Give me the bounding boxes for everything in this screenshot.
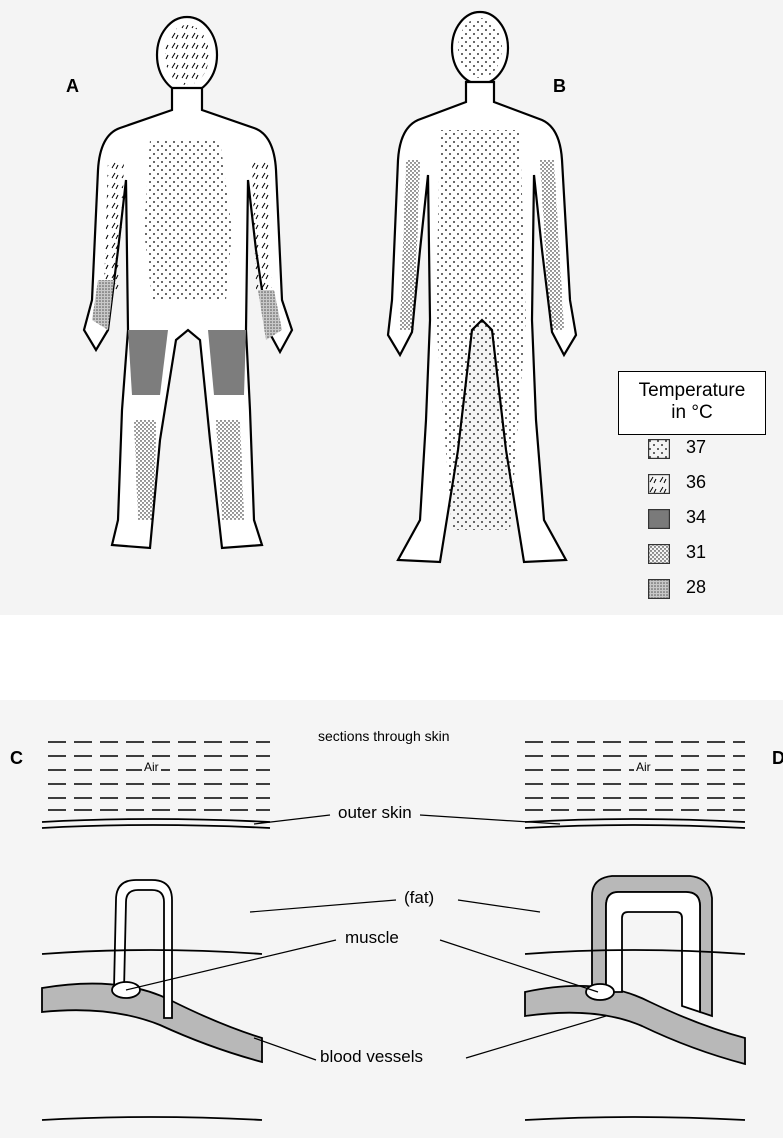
legend-swatch-37 <box>648 439 670 459</box>
air-label-right: Air <box>634 760 653 774</box>
legend-title: Temperature <box>619 380 765 402</box>
legend-value: 28 <box>686 577 706 598</box>
legend-swatch-28 <box>648 579 670 599</box>
legend-item: 34 <box>648 507 758 533</box>
blood-vessels-label: blood vessels <box>320 1047 423 1067</box>
legend-subtitle: in °C <box>619 402 765 424</box>
skin-section-panel: C D sections through skin Air Air outer … <box>0 700 783 1138</box>
air-dashes-left <box>48 742 270 810</box>
legend-title-box: Temperature in °C <box>618 371 766 435</box>
skin-section-drawing <box>0 700 783 1138</box>
figure-label-a: A <box>66 76 79 97</box>
air-dashes-right <box>525 742 745 810</box>
legend-value: 31 <box>686 542 706 563</box>
legend-item: 36 <box>648 472 758 498</box>
legend-item: 28 <box>648 577 758 603</box>
section-d <box>525 876 745 1120</box>
skin-section-title: sections through skin <box>318 728 450 744</box>
legend-swatch-31 <box>648 544 670 564</box>
figure-label-c: C <box>10 748 23 769</box>
fat-label: (fat) <box>404 888 434 908</box>
figure-label-d: D <box>772 748 783 769</box>
thermogram-panel: A B Temperature in °C 37 36 34 31 28 <box>0 0 783 615</box>
legend-item: 31 <box>648 542 758 568</box>
legend-value: 34 <box>686 507 706 528</box>
legend-swatch-36 <box>648 474 670 494</box>
muscle-label: muscle <box>345 928 399 948</box>
figure-label-b: B <box>553 76 566 97</box>
legend-value: 37 <box>686 437 706 458</box>
legend-value: 36 <box>686 472 706 493</box>
air-label-left: Air <box>142 760 161 774</box>
legend-item: 37 <box>648 437 758 463</box>
section-c <box>42 880 262 1120</box>
legend-swatch-34 <box>648 509 670 529</box>
outer-skin-label: outer skin <box>338 803 412 823</box>
